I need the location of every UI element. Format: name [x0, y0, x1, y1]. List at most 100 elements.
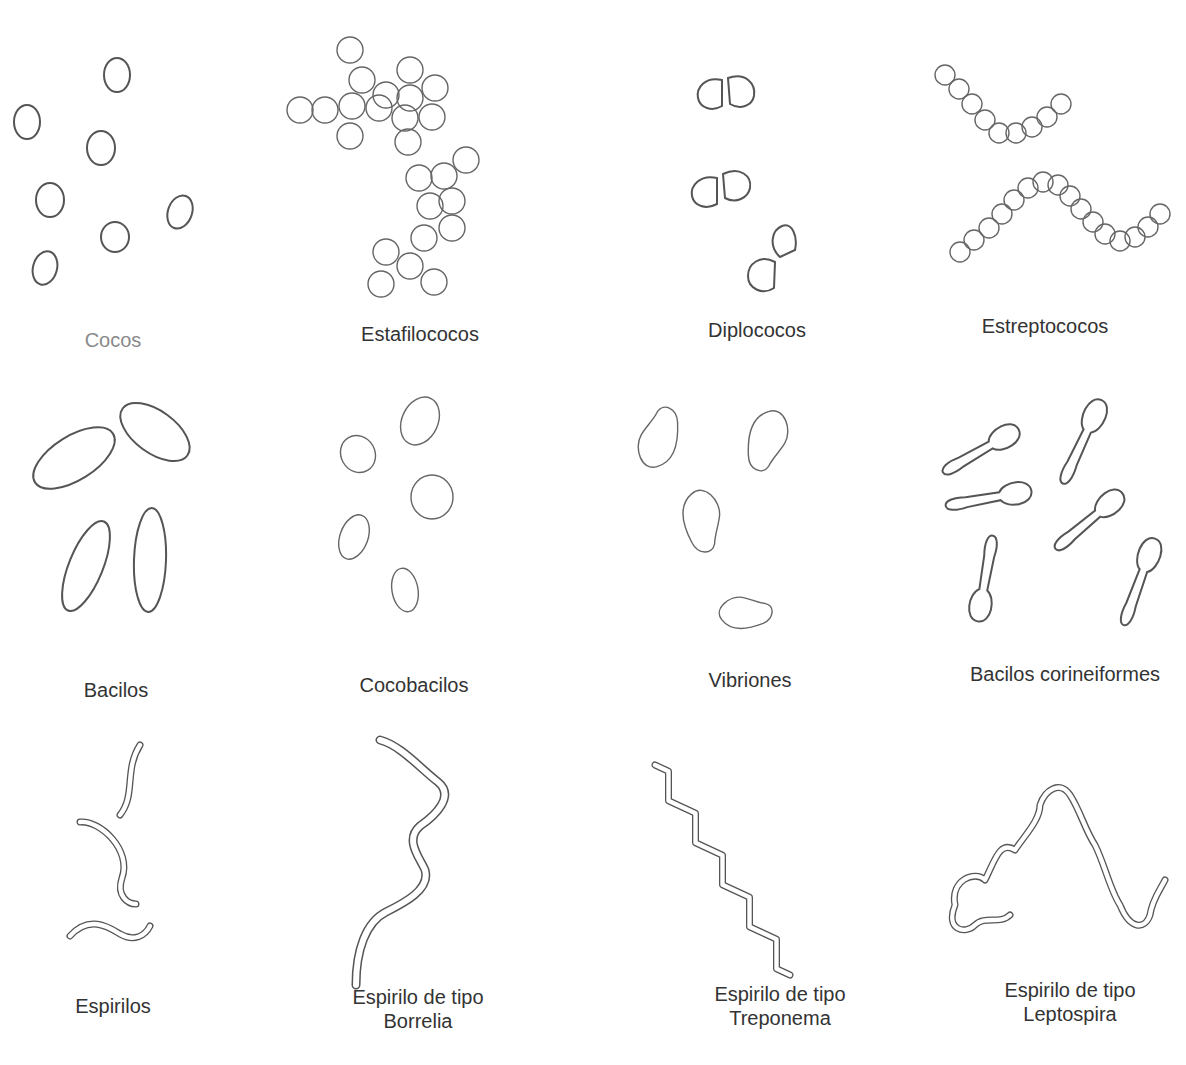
coccus: [979, 218, 999, 238]
coccus: [421, 269, 447, 295]
spirillum: [80, 822, 136, 904]
leptospira-spirillum: [952, 788, 1165, 930]
shape-label: Estafilococos: [310, 322, 530, 346]
vibrio: [669, 485, 738, 557]
coryneform-bacillus: [937, 419, 1023, 482]
coccus: [1033, 172, 1053, 192]
coccus: [392, 105, 418, 131]
spirillum: [70, 924, 150, 938]
coccus: [397, 253, 423, 279]
coccus: [395, 129, 421, 155]
coccus-half: [728, 76, 754, 106]
coccus: [397, 57, 423, 83]
spirillum: [952, 788, 1165, 930]
coccus: [1110, 231, 1130, 251]
spirilla: [70, 745, 150, 938]
shape-label: Cocos: [13, 328, 213, 352]
vibrio: [741, 409, 794, 473]
coccus: [975, 110, 995, 130]
treponema-spirillum: [655, 765, 790, 975]
coccus: [104, 58, 130, 92]
diplococci: [692, 76, 796, 291]
shape-label: Espirilo de tipo Borrelia: [323, 985, 513, 1033]
spirillum: [356, 740, 445, 985]
coccus: [1125, 227, 1145, 247]
shape-label: Espirilos: [13, 994, 213, 1018]
bacillus: [132, 507, 168, 612]
coryneform-bacillus: [944, 480, 1034, 517]
borrelia-spirillum: [356, 740, 445, 985]
coccus: [1022, 117, 1042, 137]
coccus: [349, 67, 375, 93]
spirillum: [655, 765, 790, 975]
spirillum: [80, 822, 136, 904]
spirillum: [70, 924, 150, 938]
coccus-half: [748, 259, 775, 291]
coccus: [1006, 123, 1026, 143]
coccus: [337, 123, 363, 149]
shape-label: Bacilos: [16, 678, 216, 702]
coccus: [337, 37, 363, 63]
cocci: [14, 58, 197, 288]
spirillum: [120, 745, 140, 815]
vibrio: [632, 405, 685, 469]
coccus: [1138, 217, 1158, 237]
shape-label: Bacilos corineiformes: [950, 662, 1180, 686]
coccus: [439, 215, 465, 241]
bacillus: [23, 415, 124, 501]
coccus: [287, 97, 313, 123]
coccus: [411, 225, 437, 251]
coryneform-bacillus: [1048, 485, 1129, 558]
staphylococci: [287, 37, 479, 297]
coccobacillus: [334, 429, 382, 479]
coryneform-bacillus: [967, 534, 1004, 624]
coccobacillus: [411, 475, 453, 519]
coccus: [368, 271, 394, 297]
coryneform-bacilli: [937, 395, 1165, 628]
coccus: [339, 93, 365, 119]
coccus: [1150, 204, 1170, 224]
shape-label: Vibriones: [640, 668, 860, 692]
coccus: [397, 85, 423, 111]
coccus: [431, 163, 457, 189]
coccus: [36, 183, 64, 217]
coccus: [366, 95, 392, 121]
coccus: [1037, 107, 1057, 127]
vibrio: [715, 584, 776, 641]
coccobacillus: [333, 511, 375, 564]
coccus: [29, 248, 61, 287]
coccus: [373, 239, 399, 265]
shape-label: Espirilo de tipo Leptospira: [975, 978, 1165, 1026]
shape-label: Diplococos: [647, 318, 867, 342]
vibrios: [632, 405, 794, 640]
bacillus: [52, 515, 119, 617]
coccus: [1071, 199, 1091, 219]
coccus: [1083, 212, 1103, 232]
coccus: [962, 94, 982, 114]
coccus: [406, 165, 432, 191]
coccus-half: [692, 177, 717, 207]
coryneform-bacillus: [1053, 395, 1112, 488]
streptococci: [935, 65, 1170, 262]
coccus: [422, 75, 448, 101]
shape-label: Estreptococos: [925, 314, 1165, 338]
shape-label: Espirilo de tipo Treponema: [685, 982, 875, 1030]
coccus-half: [773, 225, 796, 257]
coccus: [1060, 186, 1080, 206]
coccus: [453, 147, 479, 173]
coccus: [1048, 175, 1068, 195]
coccus: [1004, 190, 1024, 210]
coccobacillus: [388, 566, 421, 614]
bacillus: [110, 391, 199, 472]
shape-label: Cocobacilos: [304, 673, 524, 697]
coccus: [14, 105, 40, 139]
spirillum: [356, 740, 445, 985]
spirillum: [952, 788, 1165, 930]
coccus-half: [698, 79, 722, 109]
coccus: [101, 222, 129, 252]
coccus: [163, 192, 197, 232]
spirillum: [120, 745, 140, 815]
spirillum: [655, 765, 790, 975]
